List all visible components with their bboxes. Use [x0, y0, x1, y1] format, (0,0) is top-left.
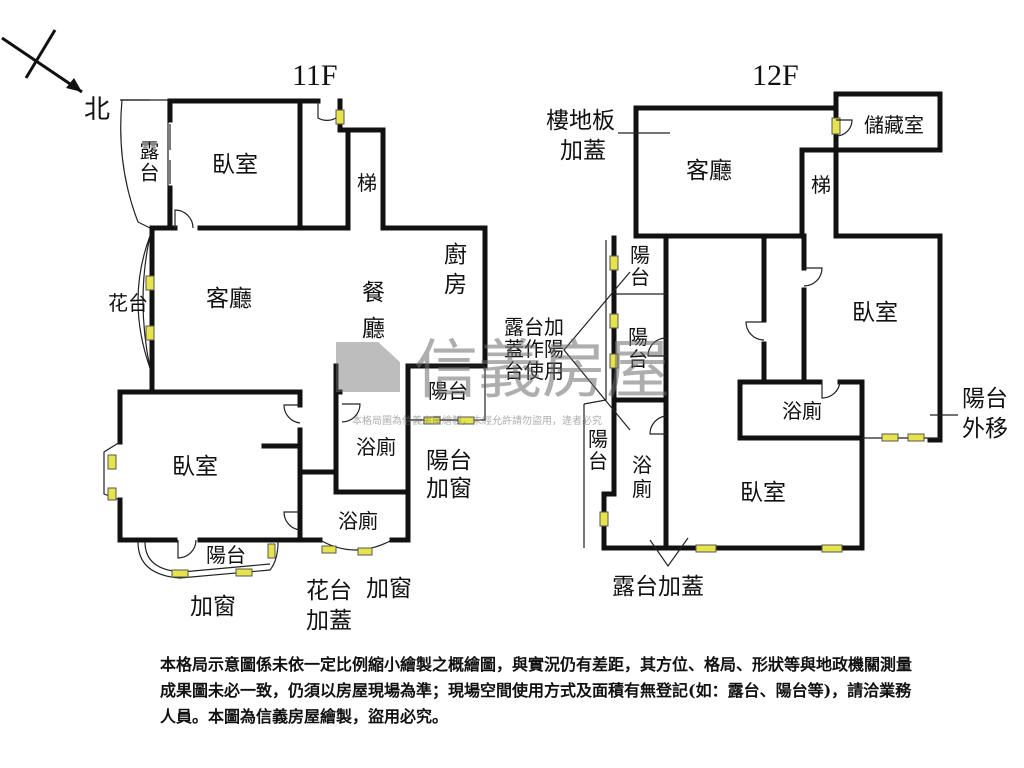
door-icon: [317, 101, 337, 122]
annotation-terrace-use-3: 台使用: [504, 359, 564, 383]
flower-bed-outline: [137, 235, 151, 369]
logo-house-icon: [336, 342, 400, 392]
floor-plan: 北 11F 12F: [1, 29, 1008, 634]
label-bath-right-12f: 浴廁: [782, 399, 822, 423]
plan-12f: 儲藏室 客廳 梯 陽 台 陽 台 陽 台 浴 廁 臥室 浴廁 臥室 樓地板 加蓋…: [504, 91, 1008, 600]
window: [831, 117, 841, 135]
annotation-balcony-window-2: 加窗: [426, 476, 472, 502]
label-balcony-3b: 台: [588, 449, 608, 473]
annotation-balcony-move-2: 外移: [962, 416, 1008, 442]
door-icon: [803, 267, 823, 287]
floor-title-11f: 11F: [292, 59, 338, 92]
floor-title-12f: 12F: [752, 59, 799, 92]
label-balcony-3a: 陽: [588, 427, 608, 451]
compass-arrowhead-icon: [66, 78, 82, 92]
label-balcony-1a: 陽: [630, 243, 650, 267]
door-icon: [821, 381, 841, 399]
label-living-11f: 客廳: [206, 286, 252, 312]
window: [457, 416, 475, 425]
label-balcony-2a: 陽: [628, 325, 648, 349]
label-living-12f: 客廳: [686, 158, 732, 184]
window: [145, 325, 155, 341]
watermark: 信義房屋 本格局圖為信義房屋繪製，未經允許請勿盜用，違者必究: [336, 334, 670, 427]
label-dining-1: 餐: [362, 280, 385, 306]
balcony-outline-11f: [137, 541, 279, 579]
window: [609, 255, 619, 271]
label-flower-bed: 花台: [108, 291, 148, 315]
label-bath-left-b: 廁: [632, 477, 652, 501]
compass: 北: [1, 29, 110, 125]
window: [145, 275, 155, 291]
compass-arrow: [1, 36, 83, 94]
window: [335, 109, 345, 125]
annotation-floor-cover-1: 樓地板: [546, 108, 615, 134]
window: [609, 313, 619, 329]
door-icon: [649, 415, 667, 435]
label-bedroom-right-12f: 臥室: [852, 300, 898, 326]
annotation-terrace-cover: 露台加蓋: [612, 574, 704, 600]
window: [107, 487, 117, 501]
label-storage: 儲藏室: [864, 113, 924, 137]
window: [171, 569, 189, 578]
door-icon: [177, 539, 197, 559]
label-stairs-11f: 梯: [357, 171, 377, 195]
watermark-brand: 信義房屋: [414, 334, 670, 408]
label-bath-2: 浴廁: [338, 509, 378, 533]
door-icon: [341, 403, 361, 423]
label-bedroom-bottom-12f: 臥室: [740, 480, 786, 506]
annotation-terrace-use-2: 蓋作陽: [504, 337, 564, 361]
label-terrace: 露台: [136, 140, 160, 184]
label-balcony-bottom: 陽台: [206, 543, 246, 567]
label-dining-2: 廳: [362, 316, 385, 342]
door-icon: [745, 321, 765, 341]
door-icon: [283, 511, 301, 531]
door-icon: [647, 337, 667, 357]
window: [821, 544, 843, 553]
window: [695, 544, 717, 553]
watermark-subtext: 本格局圖為信義房屋繪製，未經允許請勿盜用，違者必究: [352, 414, 602, 427]
annotation-add-window-right: 加窗: [366, 576, 412, 602]
plan-11f: 露台 臥室 花台 客廳 餐 廳 梯 廚 房 陽台 浴廁 浴廁 臥室 陽台 陽台 …: [103, 98, 488, 634]
compass-cross: [24, 29, 57, 79]
label-bedroom-top: 臥室: [212, 152, 258, 178]
label-balcony-1b: 台: [630, 265, 650, 289]
door-icon: [174, 209, 194, 229]
label-bedroom-bottom: 臥室: [172, 454, 218, 480]
window: [599, 511, 609, 527]
window: [609, 353, 619, 369]
annotation-add-window-left: 加窗: [190, 594, 236, 620]
label-balcony-2b: 台: [628, 347, 648, 371]
annotation-flower-cover-1: 花台: [306, 578, 352, 604]
label-bath-1: 浴廁: [356, 435, 396, 459]
window: [321, 545, 337, 554]
window: [423, 416, 441, 425]
label-kitchen-1: 廚: [444, 242, 467, 268]
door-icon: [835, 119, 853, 137]
bay-bath-outline: [319, 539, 393, 551]
window: [357, 547, 373, 556]
label-balcony-right: 陽台: [428, 379, 468, 403]
label-bath-left-a: 浴: [632, 453, 652, 477]
window: [107, 454, 117, 470]
annotation-balcony-move-1: 陽台: [962, 386, 1008, 412]
compass-north-label: 北: [84, 95, 110, 125]
window: [907, 433, 925, 442]
window: [881, 433, 899, 442]
annotation-balcony-window-1: 陽台: [426, 448, 472, 474]
label-stairs-12f: 梯: [811, 173, 831, 197]
annotation-terrace-use-1: 露台加: [504, 315, 564, 339]
label-kitchen-2: 房: [444, 272, 467, 298]
door-icon: [283, 404, 301, 424]
terrace-outline-11f: [120, 99, 168, 229]
annotation-floor-cover-2: 加蓋: [560, 138, 606, 164]
window: [267, 543, 276, 559]
disclaimer-text: 本格局示意圖係未依一定比例縮小繪製之概繪圖，與實況仍有差距，其方位、格局、形狀等…: [160, 655, 913, 726]
window: [235, 568, 253, 577]
annotation-flower-cover-2: 加蓋: [306, 608, 352, 634]
